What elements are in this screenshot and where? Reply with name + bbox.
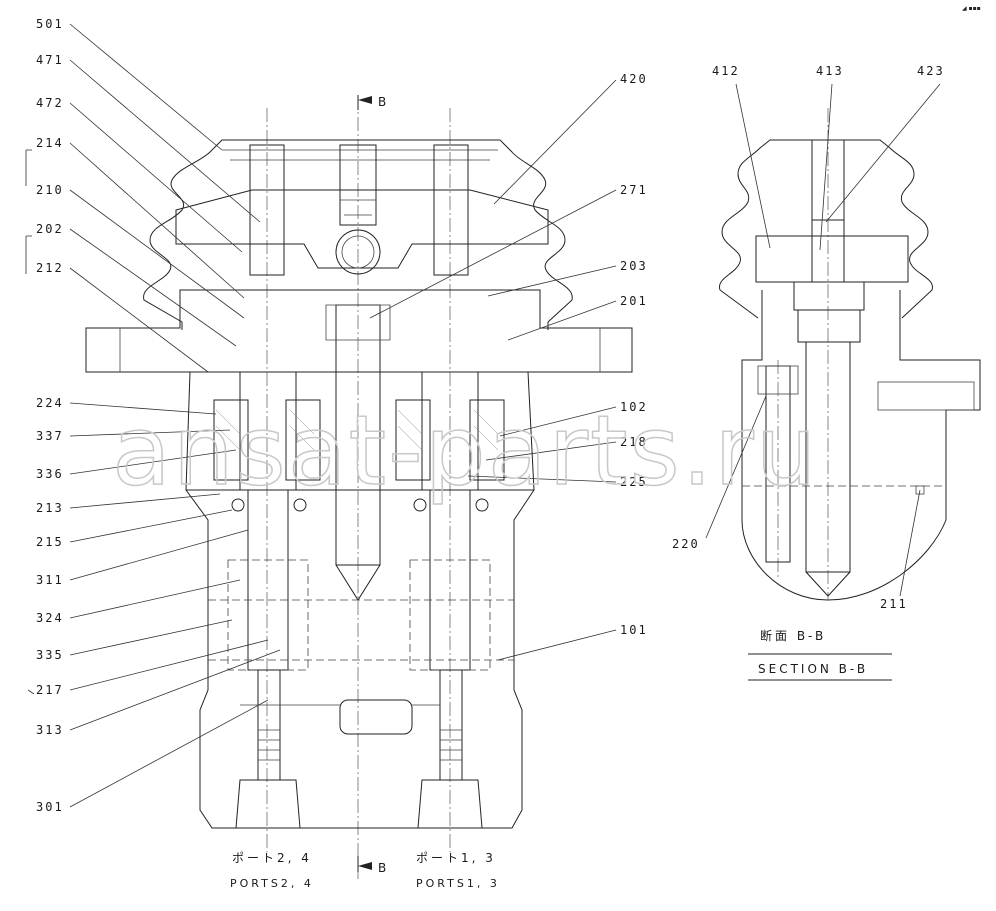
callout-203: 203 [620, 259, 648, 273]
callout-212: 212 [36, 261, 64, 275]
callout-313: 313 [36, 723, 64, 737]
callout-271: 271 [620, 183, 648, 197]
corner-mark: ◢ ▪▪▪ [962, 5, 981, 12]
port-label-left-en: PORTS2, 4 [230, 877, 314, 890]
callouts-section: 412 413 423 220 211 [672, 64, 945, 611]
callout-413: 413 [816, 64, 844, 78]
callout-336: 336 [36, 467, 64, 481]
callout-202: 202 [36, 222, 64, 236]
callout-214: 214 [36, 136, 64, 150]
section-caption-jp: 断面 B-B [760, 628, 826, 643]
callout-423: 423 [917, 64, 945, 78]
plate [85, 289, 633, 373]
callout-217: 217 [36, 683, 64, 697]
casing-body [185, 371, 535, 829]
section-arrow-bottom: B [357, 856, 389, 875]
port-label-right-jp: ポート1, 3 [416, 851, 496, 865]
callout-324: 324 [36, 611, 64, 625]
port-label-left-jp: ポート2, 4 [232, 851, 312, 865]
callout-210: 210 [36, 183, 64, 197]
callout-412: 412 [712, 64, 740, 78]
callout-220: 220 [672, 537, 700, 551]
section-arrow-top: B [357, 95, 389, 110]
callouts-right-main: 420 271 203 201 102 218 225 101 [369, 72, 648, 661]
port-labels: ポート2, 4 PORTS2, 4 ポート1, 3 PORTS1, 3 [230, 851, 500, 890]
callout-102: 102 [620, 400, 648, 414]
section-caption: 断面 B-B SECTION B-B [748, 628, 892, 681]
callout-211: 211 [880, 597, 908, 611]
callout-311: 311 [36, 573, 64, 587]
watermark: ansat-parts.ru [112, 395, 819, 507]
cam-plate [175, 189, 549, 269]
section-b-b-view [719, 108, 981, 601]
section-boot [719, 139, 933, 319]
callout-215: 215 [36, 535, 64, 549]
svg-text:B: B [378, 95, 389, 109]
callout-201: 201 [620, 294, 648, 308]
callout-472: 472 [36, 96, 64, 110]
main-section-view: B B [85, 95, 633, 880]
port-label-right-en: PORTS1, 3 [416, 877, 500, 890]
callout-224: 224 [36, 396, 64, 410]
callout-225: 225 [620, 475, 648, 489]
svg-text:B: B [378, 861, 389, 875]
callout-218: 218 [620, 435, 648, 449]
section-caption-en: SECTION B-B [758, 662, 868, 676]
universal-joint [335, 229, 381, 275]
callout-420: 420 [620, 72, 648, 86]
callout-471: 471 [36, 53, 64, 67]
callout-213: 213 [36, 501, 64, 515]
callout-335: 335 [36, 648, 64, 662]
callouts-left: 501 471 472 214 210 202 212 224 337 336 … [25, 17, 281, 814]
rubber-boot [143, 139, 573, 330]
callout-101: 101 [620, 623, 648, 637]
callout-501: 501 [36, 17, 64, 31]
callout-337: 337 [36, 429, 64, 443]
section-body [741, 290, 981, 601]
callout-301: 301 [36, 800, 64, 814]
